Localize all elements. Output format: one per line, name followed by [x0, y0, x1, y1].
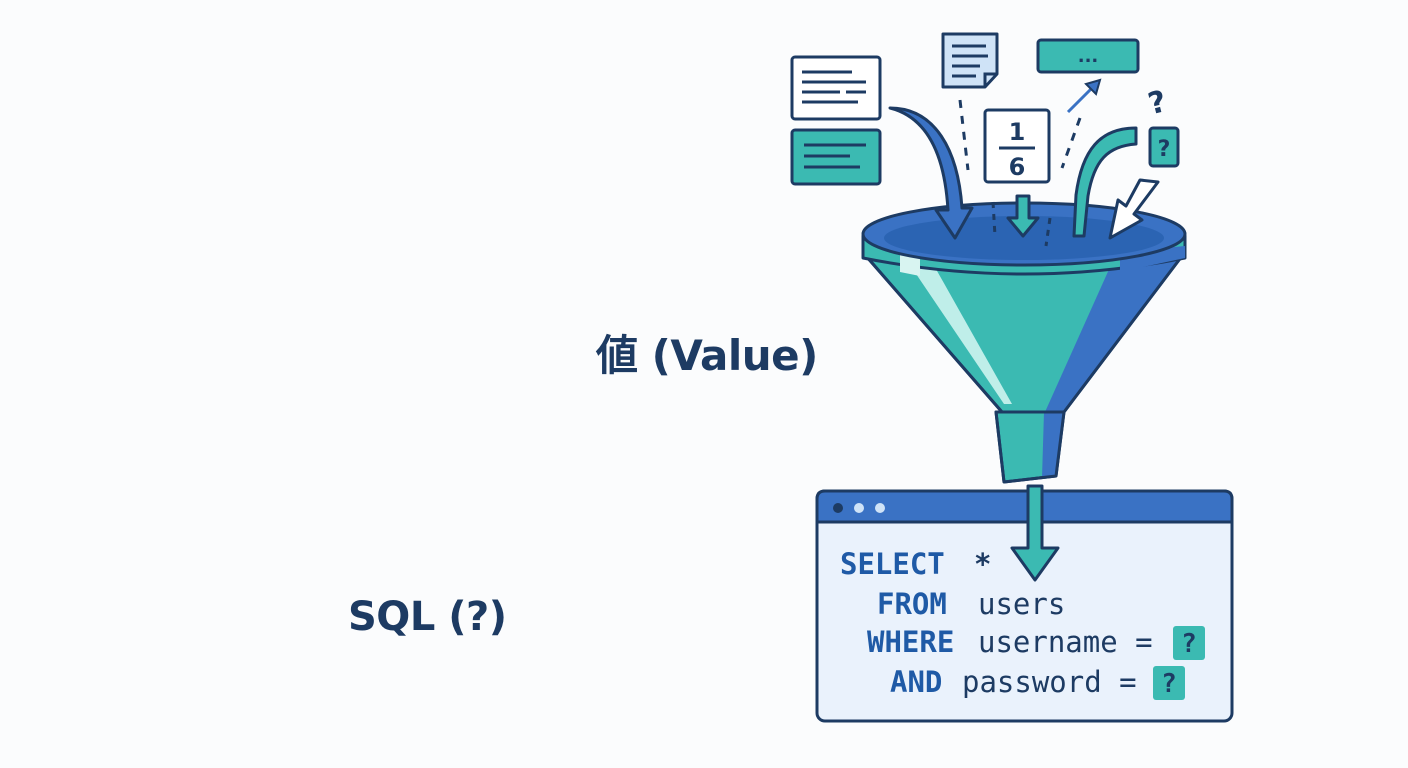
placeholder-password: ? — [1161, 669, 1177, 699]
sql-from-rest: users — [978, 587, 1065, 621]
sql-select-rest: * — [974, 547, 991, 581]
white-arrow-icon — [1108, 178, 1160, 240]
fraction-card: 1 6 — [983, 108, 1051, 184]
sql-where-rest: username = — [978, 625, 1153, 659]
ellipsis-card: ... — [1036, 38, 1140, 74]
window-dot-2 — [854, 503, 864, 513]
down-arrow-center — [1006, 194, 1040, 238]
placeholder-box-password — [1153, 666, 1185, 700]
value-label: 値 (Value) — [596, 331, 818, 380]
dashed-rim-left — [991, 201, 997, 237]
funnel — [861, 201, 1187, 484]
sql-keyword-where: WHERE — [867, 625, 954, 659]
dashed-rim-right — [1044, 217, 1052, 247]
question-card-text: ? — [1158, 137, 1171, 162]
sql-and-rest: password = — [962, 665, 1137, 699]
down-arrow-into-window — [1010, 484, 1060, 582]
document-card-teal — [790, 128, 882, 186]
curved-arrow-right — [1072, 126, 1138, 238]
arrow-up-right-icon — [1066, 78, 1102, 114]
question-card: ? — [1148, 126, 1180, 168]
window-dot-3 — [875, 503, 885, 513]
page-icon — [941, 32, 999, 89]
curved-arrow-left — [888, 106, 974, 240]
placeholder-username: ? — [1181, 629, 1197, 659]
ellipsis-text: ... — [1078, 46, 1099, 67]
document-card-white — [790, 55, 882, 121]
sql-label: SQL (?) — [348, 594, 507, 640]
fraction-numerator: 1 — [1009, 118, 1026, 146]
dashed-guide-left — [958, 99, 970, 171]
window-dot-1 — [833, 503, 843, 513]
sql-keyword-and: AND — [890, 665, 942, 699]
fraction-denominator: 6 — [1009, 153, 1026, 181]
sql-keyword-from: FROM — [877, 587, 947, 621]
dashed-guide-right — [1060, 117, 1082, 169]
sql-window: SELECT * FROM users WHERE username = ? A… — [815, 489, 1234, 723]
squiggle-question-icon: ? — [1145, 84, 1170, 122]
placeholder-box-username — [1173, 626, 1205, 660]
sql-keyword-select: SELECT — [840, 547, 945, 581]
